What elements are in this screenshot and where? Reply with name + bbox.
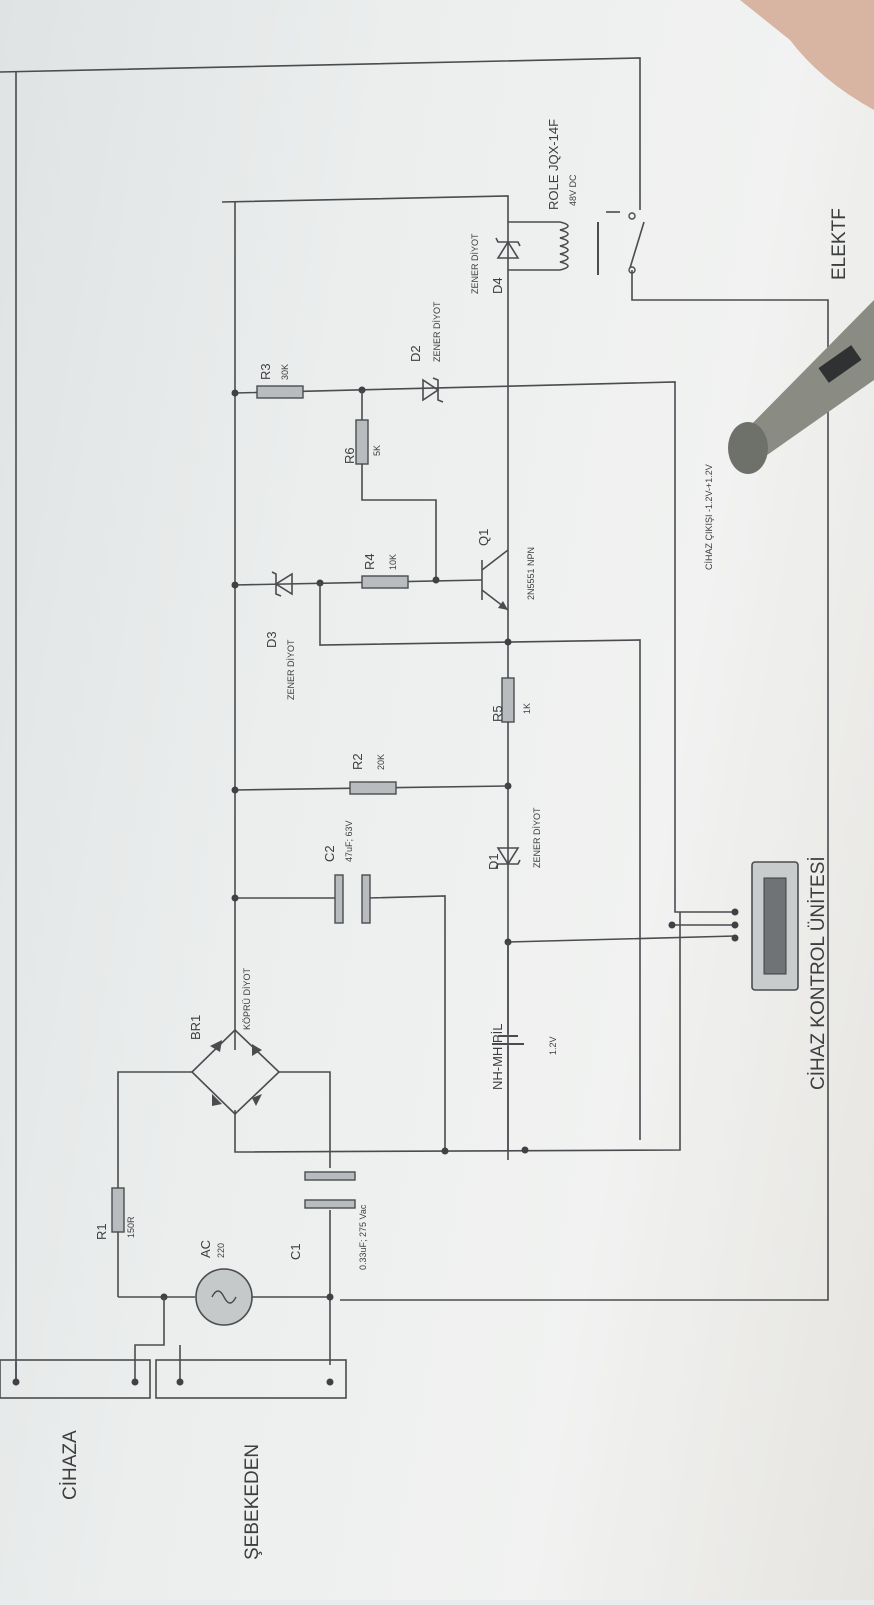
br1-name: BR1: [188, 1015, 203, 1040]
zener-diode-d4: [495, 237, 521, 259]
c1-value: 0.33uF; 275 Vac: [358, 1204, 368, 1270]
r4-row-wire: [234, 579, 483, 586]
capacitor-c2-plate: [334, 874, 344, 924]
relay-name: ROLE JQX-14F: [546, 119, 561, 210]
resistor-r2: [349, 781, 397, 795]
cihaza-label: CİHAZA: [60, 1430, 81, 1500]
bridge-rectifier-br1: [117, 1028, 331, 1297]
resistor-r6: [355, 419, 369, 465]
cihaza-connector: [0, 1359, 151, 1399]
relay-value: 48V DC: [568, 174, 578, 206]
elektr-label: ELEKTF: [829, 208, 850, 280]
r3-name: R3: [258, 363, 273, 380]
d4-value: ZENER DİYOT: [470, 233, 480, 294]
capacitor-c1-plate: [304, 1199, 356, 1209]
connector-pin: [12, 1378, 20, 1386]
junction-dot: [432, 576, 440, 584]
d2-name: D2: [408, 345, 423, 362]
r3-value: 30K: [280, 364, 290, 380]
output-label: CİHAZ ÇIKIŞI -1.2V-+1.2V: [704, 464, 714, 570]
ac-value: 220: [216, 1243, 226, 1258]
pen: [728, 300, 874, 474]
relay-coil-icon: [559, 221, 569, 271]
connector-pin: [326, 1378, 334, 1386]
r2-value: 20K: [376, 754, 386, 770]
hand: [740, 0, 874, 110]
transistor-q1: [481, 549, 509, 611]
junction-dot: [504, 638, 512, 646]
r5-value: 1K: [522, 703, 532, 714]
zener-diode-d2: [422, 377, 444, 403]
resistor-r3: [256, 385, 304, 399]
battery-symbol: [492, 942, 524, 1150]
relay-switch: [606, 211, 645, 274]
resistor-r5: [501, 677, 515, 723]
c2-row-wire: [235, 895, 446, 1150]
control-unit-box: [751, 861, 799, 991]
zener-diode-d3: [271, 571, 293, 597]
control-unit-wires: [507, 924, 736, 943]
junction-dot: [521, 1146, 529, 1154]
c2-name: C2: [322, 845, 337, 862]
junction-dot: [231, 786, 239, 794]
control-unit-label: CİHAZ KONTROL ÜNİTESİ: [808, 856, 829, 1090]
r1-name: R1: [94, 1223, 109, 1240]
r6-wire: [361, 390, 437, 580]
outer-frame: [0, 57, 829, 1301]
bottom-wire: [234, 912, 681, 1153]
q1-value: 2N5551 NPN: [526, 547, 536, 600]
r6-name: R6: [342, 447, 357, 464]
junction-dot: [231, 894, 239, 902]
connector-pin: [131, 1378, 139, 1386]
junction-dot: [441, 1147, 449, 1155]
junction-dot: [231, 581, 239, 589]
ac-name: AC: [198, 1240, 213, 1258]
zener-diode-d1: [495, 847, 521, 869]
br1-value: KÖPRÜ DİYOT: [242, 967, 252, 1030]
sebekeden-connector: [155, 1359, 347, 1399]
sine-icon: [211, 1290, 237, 1304]
r4-name: R4: [362, 553, 377, 570]
resistor-r1: [111, 1187, 125, 1233]
c2-value: 47uF; 63V: [344, 820, 354, 862]
capacitor-c1-plate: [304, 1171, 356, 1181]
terminal-dot: [731, 934, 739, 942]
resistor-r4: [361, 575, 409, 589]
connector-pin: [176, 1378, 184, 1386]
d3-value: ZENER DİYOT: [286, 639, 296, 700]
d4-name: D4: [490, 277, 505, 294]
q1-name: Q1: [476, 529, 491, 546]
capacitor-c2-plate: [361, 874, 371, 924]
relay-coil-wire: [508, 221, 560, 271]
sebekeden-label: ŞEBEKEDEN: [242, 1444, 263, 1560]
terminal-dot: [731, 921, 739, 929]
junction-dot: [326, 1293, 334, 1301]
junction-dot: [668, 921, 676, 929]
d3-name: D3: [264, 631, 279, 648]
terminal-dot: [731, 908, 739, 916]
r6-value: 5K: [372, 445, 382, 456]
r5-name: R5: [490, 705, 505, 722]
d1-value: ZENER DİYOT: [532, 807, 542, 868]
d1-name: D1: [486, 853, 501, 870]
junction-dot: [231, 389, 239, 397]
battery-value: 1.2V: [548, 1036, 558, 1055]
c1-name: C1: [288, 1243, 303, 1260]
r4-value: 10K: [388, 554, 398, 570]
top-rail: [221, 195, 509, 1160]
r3-row-wire: [234, 381, 735, 913]
d2-value: ZENER DİYOT: [432, 301, 442, 362]
r2-name: R2: [350, 753, 365, 770]
emitter-wire: [319, 583, 641, 1140]
battery-name: NH-MH PİL: [490, 1024, 505, 1090]
r1-value: 150R: [126, 1216, 136, 1238]
